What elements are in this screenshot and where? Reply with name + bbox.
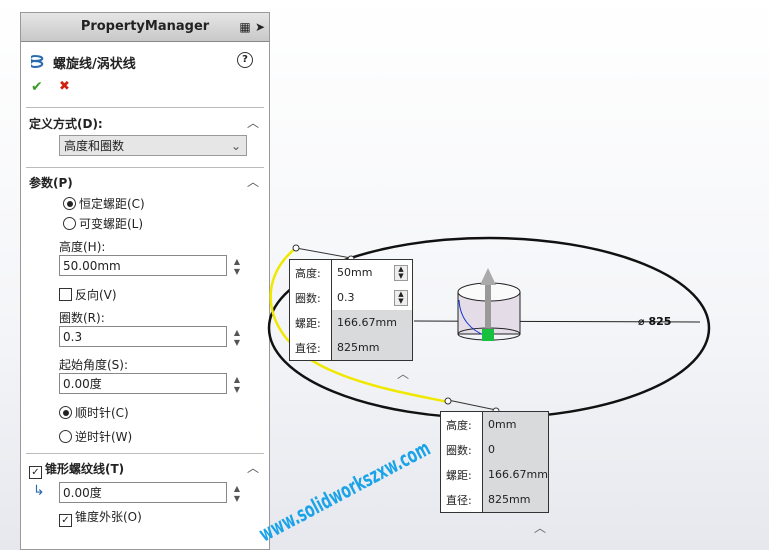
start-angle-label: 起始角度(S):: [59, 358, 129, 372]
radio-label: 可变螺距(L): [79, 217, 144, 231]
collapse-chevron-icon[interactable]: ︿: [246, 116, 259, 130]
taper-label: 锥形螺纹线(T): [45, 462, 125, 476]
callout-row: 直径:825mm: [441, 487, 548, 512]
height-spinner[interactable]: ▲▼: [233, 257, 241, 276]
callout-top: 高度: 50mm ▲▼ 圈数: 0.3 ▲▼ 螺距:166.67mm 直径:825mm: [289, 259, 413, 361]
radio-label: 恒定螺距(C): [79, 197, 145, 211]
collapse-chevron-icon[interactable]: ︿: [246, 175, 259, 189]
collapse-chevron-icon[interactable]: ︿: [246, 461, 259, 475]
variable-pitch-radio[interactable]: 可变螺距(L): [63, 215, 143, 232]
help-icon[interactable]: ?: [237, 52, 253, 68]
spinner-icon[interactable]: ▲▼: [394, 289, 408, 306]
define-by-value: 高度和圈数: [64, 139, 125, 153]
callout-label: 螺距:: [441, 462, 483, 487]
clockwise-radio[interactable]: 顺时针(C): [59, 404, 129, 421]
spinner-icon[interactable]: ▲▼: [394, 264, 408, 281]
callout-row: 螺距:166.67mm: [290, 310, 412, 335]
taper-angle-spinner[interactable]: ▲▼: [233, 484, 241, 503]
radio-icon: [59, 406, 72, 419]
taper-angle-icon: ↳: [33, 483, 45, 499]
checkbox-icon: ✓: [29, 466, 42, 479]
callout-bottom: 高度:0mm 圈数:0 螺距:166.67mm 直径:825mm: [440, 411, 549, 513]
constant-pitch-radio[interactable]: 恒定螺距(C): [63, 195, 145, 212]
checkbox-icon: ✓: [59, 514, 72, 527]
direction-arrow[interactable]: [485, 280, 491, 328]
divider: [26, 107, 264, 108]
collapse-chevron-icon[interactable]: ︿: [534, 521, 546, 535]
handle-point[interactable]: [292, 244, 300, 252]
radio-icon: [63, 217, 76, 230]
taper-checkbox[interactable]: ✓锥形螺纹线(T): [29, 460, 124, 479]
handle-point[interactable]: [444, 397, 452, 405]
cancel-button[interactable]: ✖: [59, 79, 70, 94]
panel-header: PropertyManager ▦ ➤: [21, 13, 269, 42]
callout-row: 圈数:0: [441, 437, 548, 462]
radio-label: 顺时针(C): [75, 406, 129, 420]
panel-title: PropertyManager: [80, 19, 210, 34]
callout-label: 圈数:: [290, 285, 332, 310]
origin-marker: [482, 329, 494, 341]
callout-value: 50mm: [337, 266, 373, 279]
revolutions-callout-input[interactable]: 0.3 ▲▼: [332, 285, 412, 310]
callout-value: 0mm: [483, 412, 548, 437]
radio-icon: [63, 197, 76, 210]
callout-label: 螺距:: [290, 310, 332, 335]
callout-label: 高度:: [290, 260, 332, 285]
collapse-chevron-icon[interactable]: ︿: [397, 367, 409, 381]
height-callout-input[interactable]: 50mm ▲▼: [332, 260, 412, 285]
diameter-dimension[interactable]: ⌀ 825: [638, 315, 671, 328]
define-by-dropdown[interactable]: 高度和圈数 ⌄: [59, 135, 247, 156]
height-input[interactable]: 50.00mm: [59, 255, 227, 276]
callout-row: 螺距:166.67mm: [441, 462, 548, 487]
checkbox-label: 反向(V): [75, 288, 117, 302]
callout-label: 直径:: [290, 335, 332, 360]
property-manager: PropertyManager ▦ ➤ 螺旋线/涡状线 ? ✔ ✖ 定义方式(D)…: [20, 12, 270, 550]
taper-angle-input[interactable]: 0.00度: [59, 482, 227, 503]
params-label: 参数(P): [29, 176, 73, 190]
define-by-label: 定义方式(D):: [29, 117, 103, 131]
height-label: 高度(H):: [59, 240, 106, 254]
pin-icon[interactable]: ▦ ➤: [239, 20, 265, 34]
counterclockwise-radio[interactable]: 逆时针(W): [59, 428, 132, 445]
checkbox-label: 锥度外张(O): [75, 510, 142, 524]
radio-icon: [59, 430, 72, 443]
taper-outward-checkbox[interactable]: ✓锥度外张(O): [59, 508, 142, 527]
callout-row: 高度: 50mm ▲▼: [290, 260, 412, 285]
checkbox-icon: [59, 288, 72, 301]
chevron-down-icon: ⌄: [230, 139, 241, 153]
callout-value: 0: [483, 437, 548, 462]
ok-button[interactable]: ✔: [31, 79, 43, 95]
callout-label: 直径:: [441, 487, 483, 512]
revolutions-label: 圈数(R):: [59, 311, 105, 325]
callout-row: 高度:0mm: [441, 412, 548, 437]
reverse-checkbox[interactable]: 反向(V): [59, 286, 117, 303]
callout-row: 直径:825mm: [290, 335, 412, 360]
callout-label: 高度:: [441, 412, 483, 437]
divider: [26, 453, 264, 454]
feature-title: 螺旋线/涡状线: [53, 57, 136, 72]
handle-line: [295, 247, 352, 259]
callout-label: 圈数:: [441, 437, 483, 462]
callout-row: 圈数: 0.3 ▲▼: [290, 285, 412, 310]
start-angle-input[interactable]: 0.00度: [59, 373, 227, 394]
divider: [26, 167, 264, 168]
callout-value: 825mm: [332, 335, 412, 360]
radio-label: 逆时针(W): [75, 430, 133, 444]
arrow-head-icon: [480, 268, 496, 285]
revolutions-spinner[interactable]: ▲▼: [233, 328, 241, 347]
handle-line: [447, 399, 497, 411]
revolutions-input[interactable]: 0.3: [59, 326, 227, 347]
watermark: www.solidworkszxw.com: [255, 436, 434, 546]
callout-value: 825mm: [483, 487, 548, 512]
start-angle-spinner[interactable]: ▲▼: [233, 375, 241, 394]
callout-value: 166.67mm: [483, 462, 548, 487]
callout-value: 0.3: [337, 291, 355, 304]
helix-curve: [269, 247, 449, 404]
callout-value: 166.67mm: [332, 310, 412, 335]
helix-icon: [31, 55, 44, 68]
